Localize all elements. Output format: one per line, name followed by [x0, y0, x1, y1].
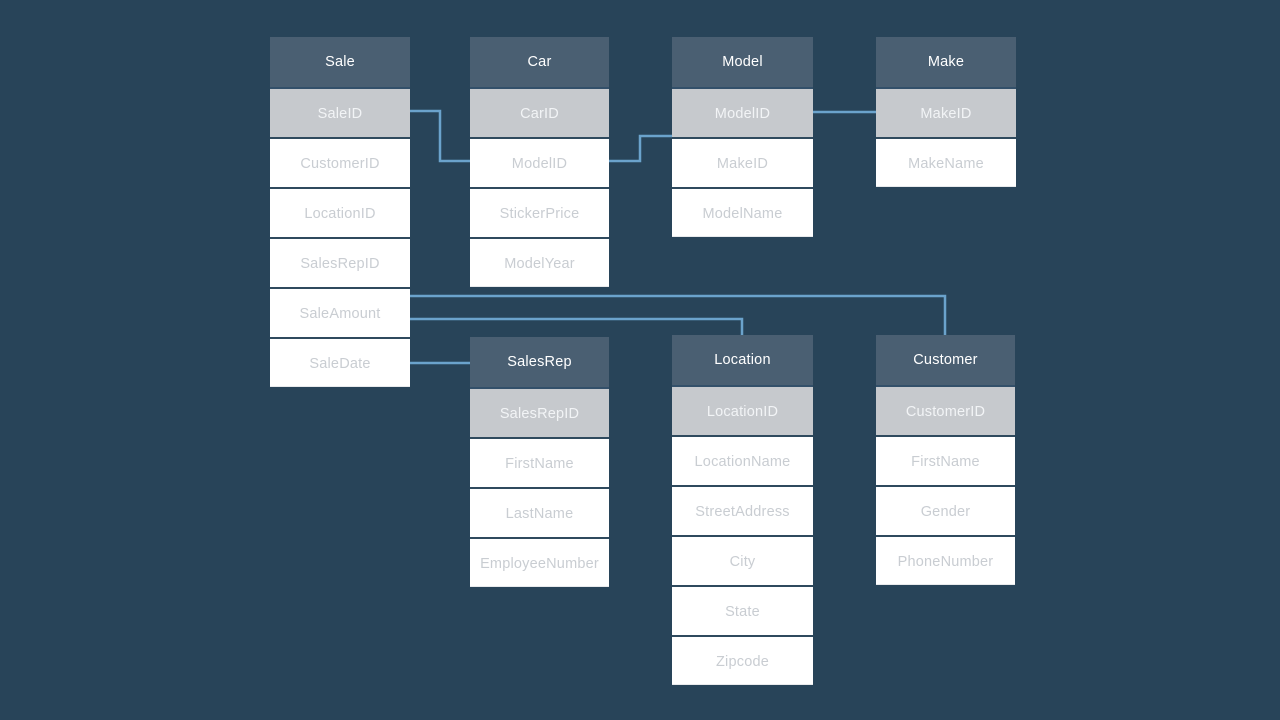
primary-key-row[interactable]: MakeID: [876, 87, 1016, 137]
column-row[interactable]: City: [672, 535, 813, 585]
column-row[interactable]: EmployeeNumber: [470, 537, 609, 587]
relationship-line-model-to-car: [609, 134, 672, 163]
column-row[interactable]: Zipcode: [672, 635, 813, 685]
primary-key-row[interactable]: SalesRepID: [470, 387, 609, 437]
column-row[interactable]: Gender: [876, 485, 1015, 535]
entity-table-title: Location: [672, 335, 813, 385]
column-row[interactable]: StickerPrice: [470, 187, 609, 237]
column-row[interactable]: ModelYear: [470, 237, 609, 287]
column-row[interactable]: State: [672, 585, 813, 635]
column-row[interactable]: SaleDate: [270, 337, 410, 387]
primary-key-row[interactable]: ModelID: [672, 87, 813, 137]
primary-key-row[interactable]: LocationID: [672, 385, 813, 435]
column-row[interactable]: MakeName: [876, 137, 1016, 187]
column-row[interactable]: FirstName: [876, 435, 1015, 485]
entity-table-title: Make: [876, 37, 1016, 87]
column-row[interactable]: MakeID: [672, 137, 813, 187]
column-row[interactable]: ModelID: [470, 137, 609, 187]
entity-table-title: Model: [672, 37, 813, 87]
primary-key-row[interactable]: SaleID: [270, 87, 410, 137]
column-row[interactable]: SaleAmount: [270, 287, 410, 337]
relationship-line-customer-to-sale: [410, 294, 947, 335]
column-row[interactable]: FirstName: [470, 437, 609, 487]
column-row[interactable]: LastName: [470, 487, 609, 537]
column-row[interactable]: ModelName: [672, 187, 813, 237]
primary-key-row[interactable]: CarID: [470, 87, 609, 137]
column-row[interactable]: CustomerID: [270, 137, 410, 187]
column-row[interactable]: LocationID: [270, 187, 410, 237]
relationship-line-location-to-sale: [410, 317, 744, 335]
entity-table-title: SalesRep: [470, 337, 609, 387]
column-row[interactable]: LocationName: [672, 435, 813, 485]
entity-table-title: Sale: [270, 37, 410, 87]
relationship-line-car-to-sale: [410, 109, 470, 163]
entity-table-title: Car: [470, 37, 609, 87]
column-row[interactable]: SalesRepID: [270, 237, 410, 287]
primary-key-row[interactable]: CustomerID: [876, 385, 1015, 435]
entity-table-title: Customer: [876, 335, 1015, 385]
column-row[interactable]: PhoneNumber: [876, 535, 1015, 585]
column-row[interactable]: StreetAddress: [672, 485, 813, 535]
